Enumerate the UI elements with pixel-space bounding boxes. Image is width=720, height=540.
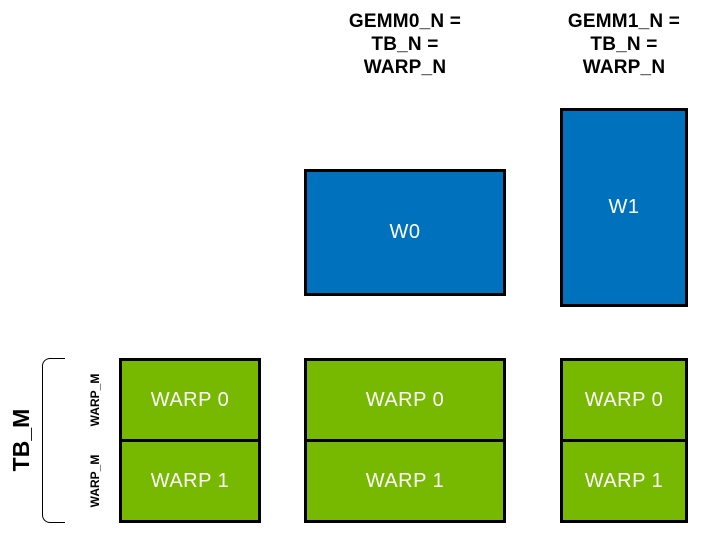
warp0-label: WARP 0 bbox=[365, 388, 445, 411]
warp-m-label-row1: WARP_M bbox=[88, 454, 102, 508]
accumulator-tile-w0: W0 bbox=[304, 169, 506, 296]
gemm0-header-line-3: WARP_N bbox=[363, 57, 447, 78]
warp-cell: WARP 0 bbox=[560, 358, 688, 442]
gemm0-column-header: GEMM0_N = TB_N = WARP_N bbox=[304, 10, 506, 79]
gemm0-header-line-2: TB_N = bbox=[371, 34, 439, 55]
tb-m-bracket bbox=[42, 358, 65, 523]
gemm1-header-line-3: WARP_N bbox=[582, 57, 666, 78]
gemm1-header-line-2: TB_N = bbox=[590, 34, 658, 55]
warp1-label: WARP 1 bbox=[584, 469, 664, 492]
gemm1-header-line-1: GEMM1_N = bbox=[567, 11, 681, 32]
warp1-label: WARP 1 bbox=[365, 469, 445, 492]
warp-m-label-row0: WARP_M bbox=[88, 373, 102, 427]
warp-group-middle: WARP 0 WARP 1 bbox=[304, 358, 506, 523]
warp-cell: WARP 0 bbox=[304, 358, 506, 442]
warp-cell: WARP 0 bbox=[119, 358, 261, 442]
warp-group-right: WARP 0 WARP 1 bbox=[560, 358, 688, 523]
warp-cell: WARP 1 bbox=[119, 439, 261, 523]
w0-label: W0 bbox=[389, 221, 421, 243]
warp1-label: WARP 1 bbox=[150, 469, 230, 492]
gemm0-header-line-1: GEMM0_N = bbox=[348, 11, 462, 32]
accumulator-tile-w1: W1 bbox=[560, 108, 688, 307]
warp0-label: WARP 0 bbox=[584, 388, 664, 411]
warp0-label: WARP 0 bbox=[150, 388, 230, 411]
warp-cell: WARP 1 bbox=[560, 439, 688, 523]
tb-m-label: TB_M bbox=[8, 408, 34, 472]
warp-group-left: WARP 0 WARP 1 bbox=[119, 358, 261, 523]
gemm1-column-header: GEMM1_N = TB_N = WARP_N bbox=[560, 10, 688, 79]
w1-label: W1 bbox=[608, 196, 640, 218]
warp-cell: WARP 1 bbox=[304, 439, 506, 523]
